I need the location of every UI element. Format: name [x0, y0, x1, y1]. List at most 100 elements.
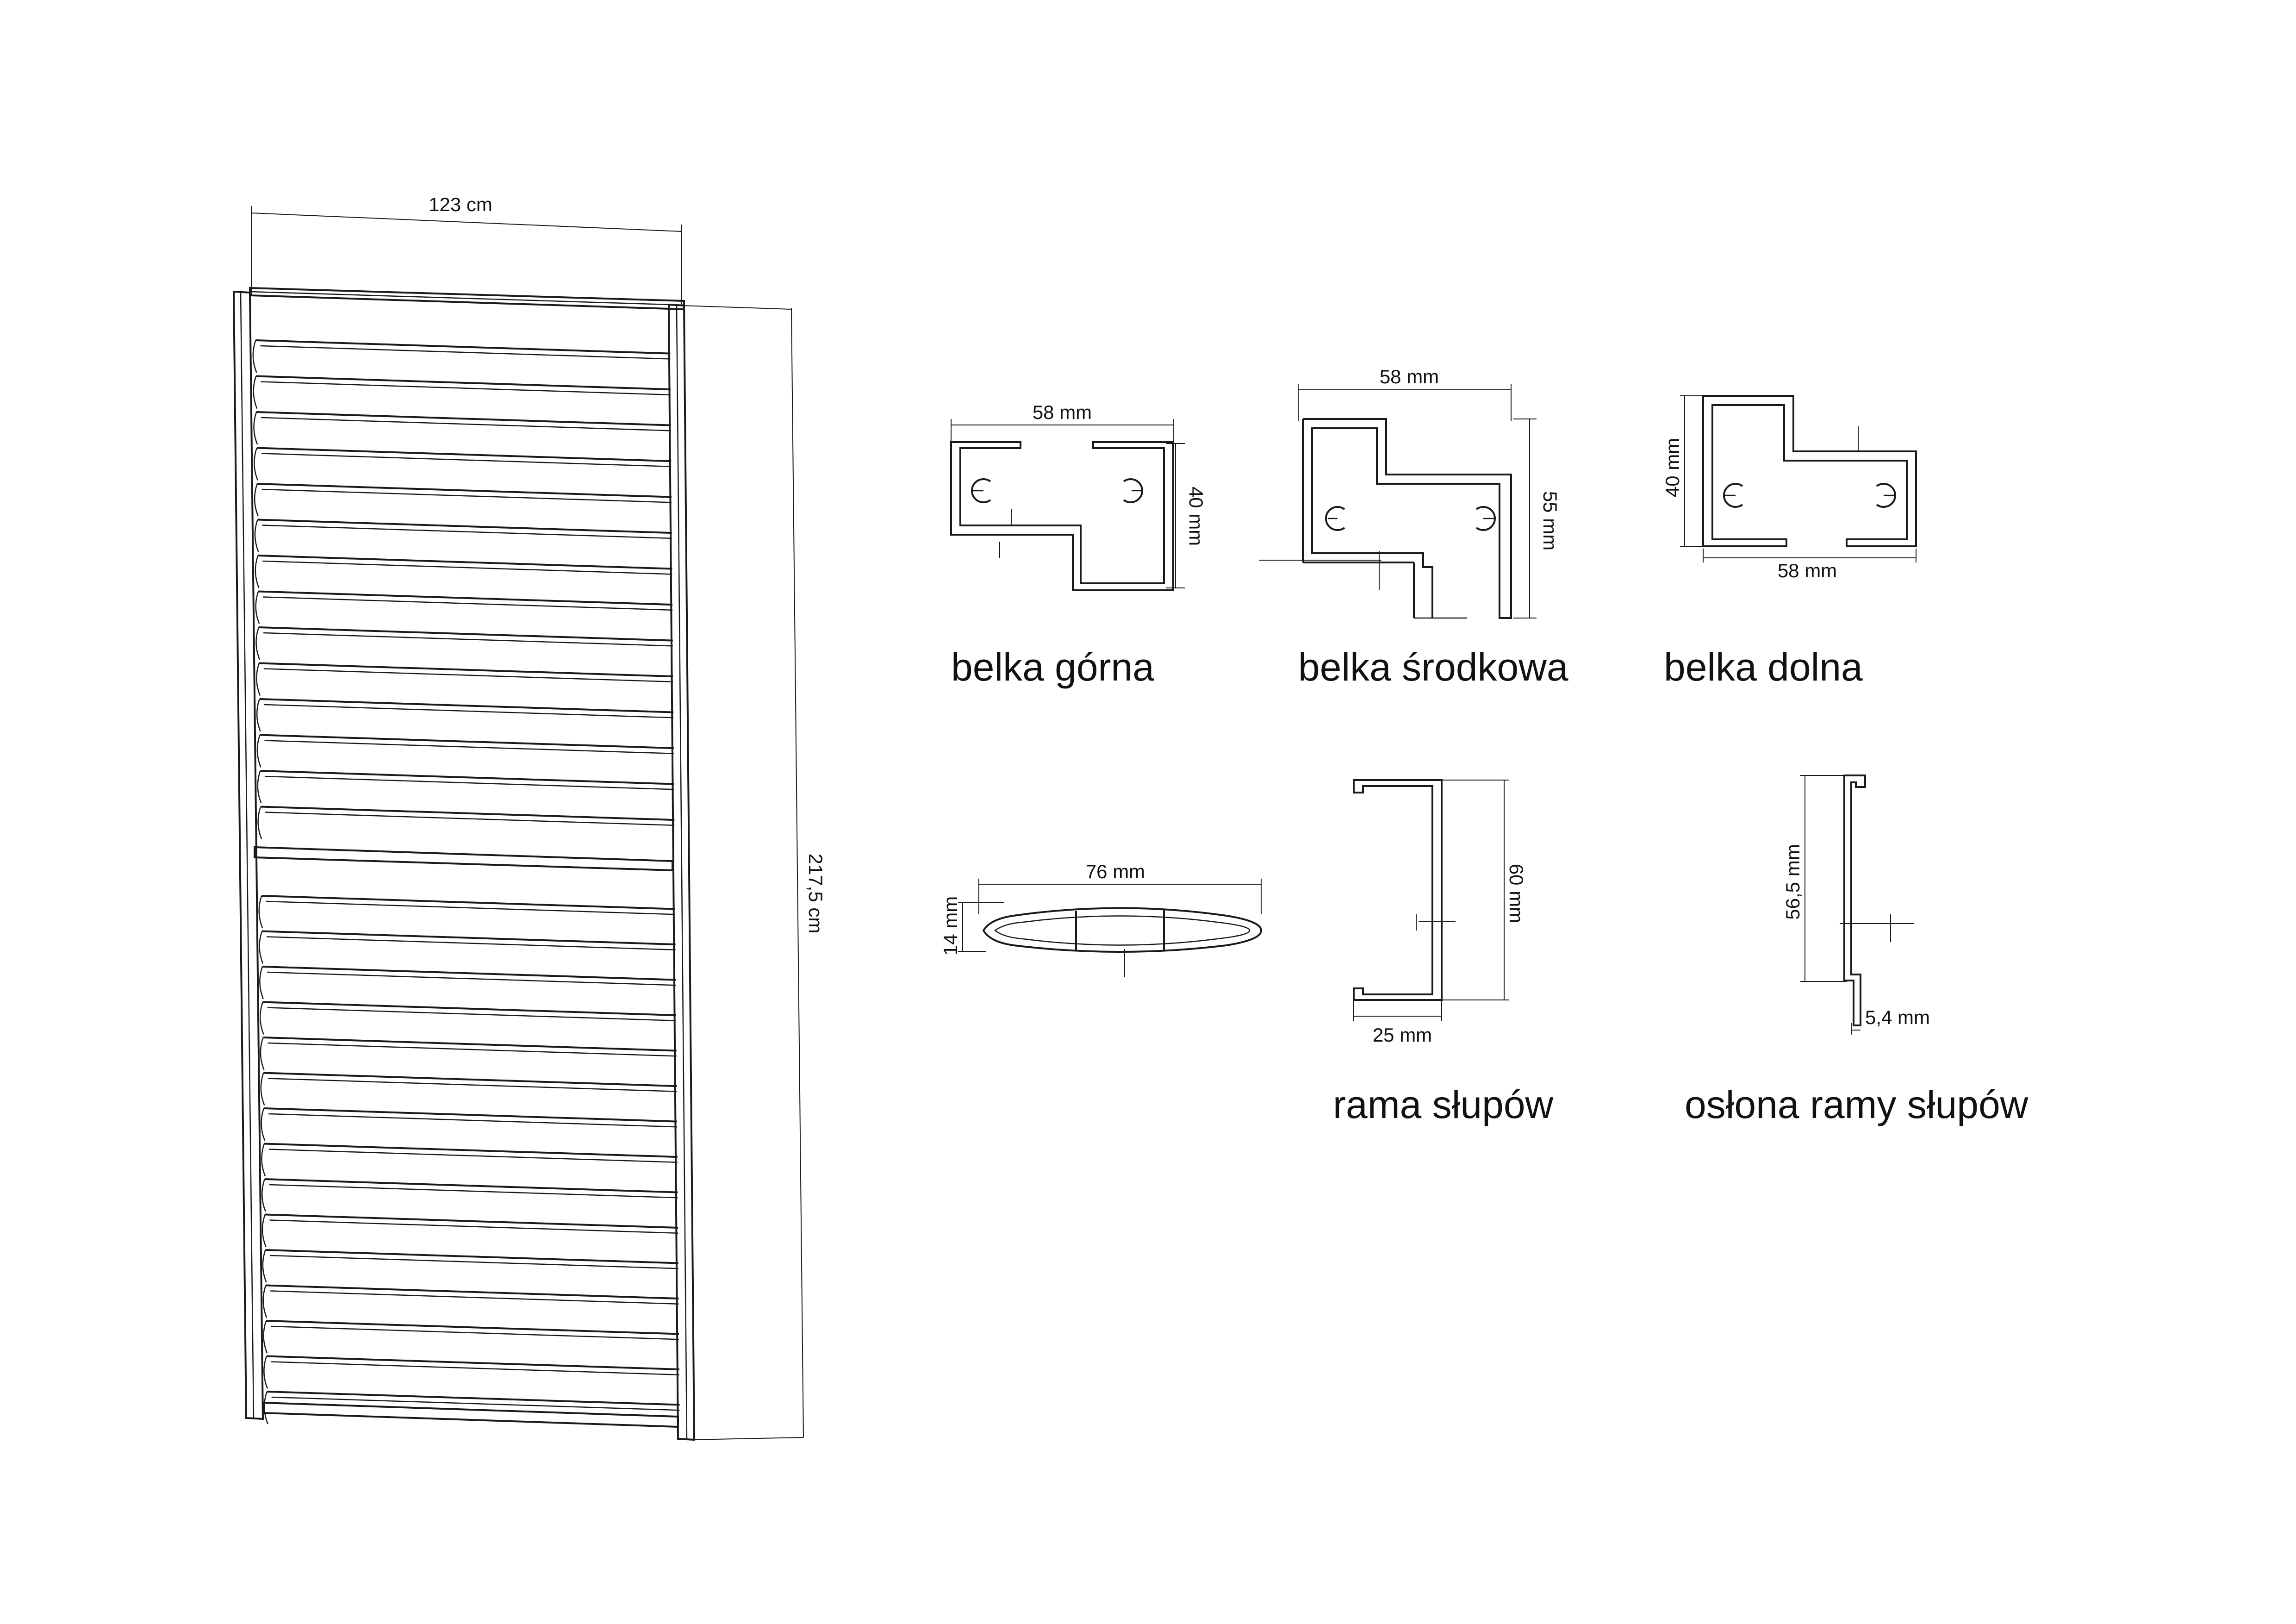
louver-slat-edge: [266, 936, 676, 951]
louver-slat: [257, 518, 672, 534]
slat-height-label: 14 mm: [940, 896, 961, 956]
louver-slat-edge: [263, 668, 673, 683]
louver-slat: [258, 555, 672, 570]
slat-width-label: 76 mm: [1086, 861, 1145, 882]
top-beam-profile: 58 mm 40 mm belka górna: [950, 401, 1207, 689]
louver-slat-curl: [252, 340, 257, 373]
bottom-beam-width-label: 58 mm: [1778, 560, 1837, 581]
louver-slat: [267, 1391, 680, 1406]
louver-slat: [263, 1037, 677, 1052]
louver-slat-curl: [259, 1002, 264, 1035]
louver-slat-curl: [261, 1214, 267, 1247]
louver-slat: [265, 1213, 678, 1229]
louver-slat: [262, 966, 676, 981]
louver-slat: [256, 411, 671, 426]
louver-slat: [266, 1284, 679, 1300]
louver-slat-edge: [267, 1007, 677, 1022]
louver-slat-curl: [253, 412, 258, 445]
louver-slat-curl: [255, 555, 260, 588]
louver-slat-curl: [263, 1356, 268, 1389]
post-frame-cover-caption: osłona ramy słupów: [1685, 1083, 2028, 1126]
louver-slat-edge: [261, 381, 671, 396]
louver-slat-edge: [265, 775, 674, 790]
panel-width-dimension: 123 cm: [251, 194, 682, 306]
louver-slat-curl: [255, 627, 261, 660]
louver-slat: [259, 662, 673, 678]
post-frame-height-label: 60 mm: [1506, 864, 1527, 923]
louver-slat-edge: [268, 1078, 677, 1093]
louver-slat-edge: [263, 596, 673, 611]
louver-slat-curl: [256, 663, 261, 696]
louver-slat-edge: [265, 812, 675, 826]
middle-beam-width-label: 58 mm: [1380, 366, 1439, 387]
middle-beam-caption: belka środkowa: [1298, 645, 1568, 689]
louver-slat-curl: [256, 735, 261, 768]
louver-slat: [261, 806, 675, 821]
louver-slat-edge: [266, 900, 676, 915]
louver-slat-curl: [262, 1285, 268, 1318]
louver-slat: [264, 1107, 678, 1123]
louver-slat-curl: [263, 1391, 268, 1424]
louver-slat-curl: [259, 966, 264, 999]
louver-slat-edge: [268, 1113, 678, 1128]
panel-width-label: 123 cm: [429, 194, 492, 215]
louver-slat: [263, 1072, 677, 1087]
louver-slat-edge: [263, 632, 673, 647]
louver-slat: [255, 339, 671, 355]
panel-bottom-beam: [262, 1401, 679, 1428]
panel-top-beam: [249, 287, 685, 311]
louver-slat: [258, 590, 673, 606]
louver-slat: [266, 1355, 679, 1371]
louver-slat-curl: [258, 895, 263, 929]
louver-slat-curl: [261, 1179, 266, 1212]
louver-panel: 123 cm 217,5 cm: [232, 194, 827, 1441]
louver-slat-edge: [268, 1042, 677, 1057]
slat-profile: 76 mm 14 mm: [940, 861, 1263, 977]
louver-slat-curl: [262, 1249, 267, 1283]
top-beam-height-label: 40 mm: [1185, 487, 1207, 546]
top-beam-caption: belka górna: [951, 645, 1154, 689]
louver-slat-curl: [257, 806, 262, 839]
louver-slat-curl: [261, 1143, 266, 1176]
louver-slat-edge: [269, 1184, 678, 1199]
top-beam-width-label: 58 mm: [1033, 401, 1092, 423]
louver-slat-curl: [259, 931, 264, 964]
louver-slat-edge: [270, 1325, 679, 1340]
louver-slat: [257, 483, 672, 498]
panel-height-dimension: 217,5 cm: [681, 305, 827, 1440]
louver-slat: [260, 770, 674, 785]
post-frame-cover-profile: 56,5 mm 5,4 mm osłona ramy słupów: [1685, 775, 2028, 1126]
middle-beam-height-label: 55 mm: [1539, 491, 1561, 550]
louver-slat-edge: [262, 560, 672, 575]
louver-slat: [264, 1178, 678, 1193]
panel-middle-beam: [254, 846, 673, 872]
bottom-beam-height-label: 40 mm: [1661, 438, 1683, 497]
post-frame-profile: 60 mm 25 mm rama słupów: [1333, 779, 1554, 1126]
louver-slat: [265, 1249, 678, 1264]
louver-slat: [256, 375, 671, 391]
louver-slat: [266, 1320, 679, 1335]
louver-slat-edge: [271, 1361, 679, 1375]
bottom-beam-caption: belka dolna: [1664, 645, 1863, 689]
louver-slat-edge: [270, 1290, 679, 1305]
louver-slat-curl: [260, 1037, 265, 1070]
post-frame-caption: rama słupów: [1333, 1083, 1554, 1126]
post-frame-cover-width-label: 5,4 mm: [1865, 1006, 1930, 1028]
louver-slat-edge: [261, 488, 672, 503]
louver-slat: [259, 698, 674, 713]
louver-slat-curl: [254, 519, 259, 552]
louver-slat: [260, 734, 674, 750]
louver-slat-edge: [261, 417, 671, 431]
louver-slat: [264, 1143, 678, 1158]
louver-slat-edge: [264, 704, 674, 718]
louver-slat: [261, 895, 676, 910]
louver-slat-edge: [261, 453, 672, 468]
louver-slat-edge: [264, 740, 674, 755]
louver-slat-curl: [257, 770, 262, 804]
post-frame-width-label: 25 mm: [1373, 1024, 1432, 1046]
louver-slat-curl: [256, 699, 261, 732]
louver-slat-edge: [271, 1396, 680, 1411]
louver-slat: [261, 930, 676, 946]
louver-slat-edge: [270, 1255, 678, 1269]
